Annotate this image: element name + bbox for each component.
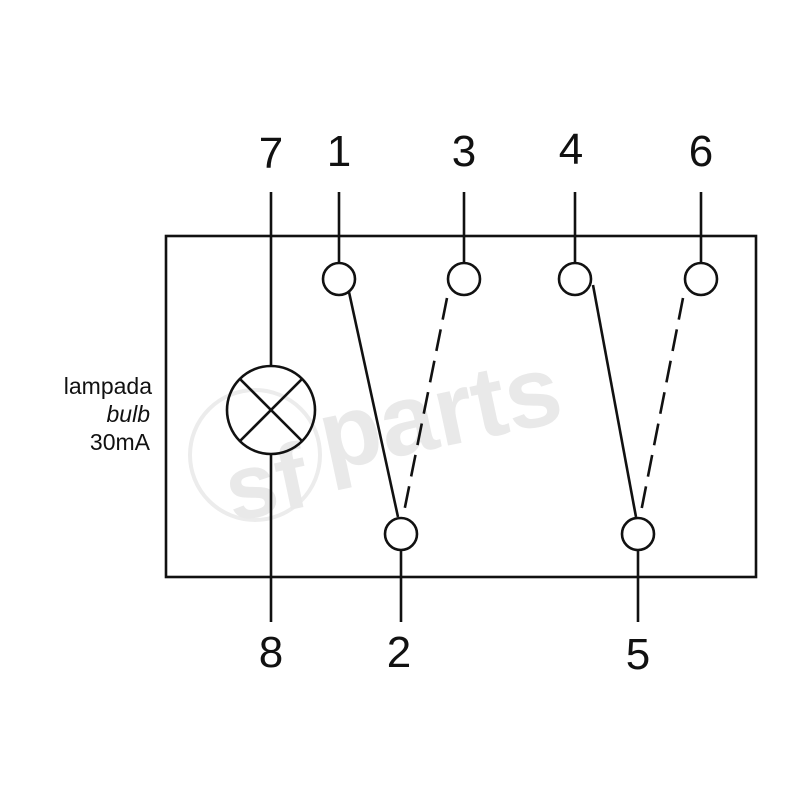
- terminal-1: [321, 261, 357, 297]
- terminal-6: [683, 261, 719, 297]
- switch-arm-3-2-dashed: [401, 297, 449, 518]
- switch-arm-4-5: [591, 284, 638, 518]
- terminal-2: [383, 516, 419, 552]
- switch-arm-1-2: [347, 291, 400, 518]
- pin-label-3: 3: [452, 127, 476, 176]
- lamp-label-italian: lampada: [64, 373, 152, 399]
- lamp-label-english: bulb: [107, 401, 151, 427]
- pin-label-7: 7: [259, 129, 283, 178]
- switch-body-outline: [164, 234, 758, 579]
- pin-label-6: 6: [689, 127, 713, 176]
- watermark-text-parts: parts: [308, 332, 570, 492]
- terminal-4: [557, 261, 593, 297]
- pin-label-4: 4: [559, 125, 583, 174]
- pin-label-5: 5: [626, 630, 650, 679]
- switch-arm-6-5-dashed: [638, 297, 685, 518]
- terminal-3: [446, 261, 482, 297]
- pin-label-2: 2: [387, 628, 411, 677]
- watermark-circle: [188, 388, 322, 522]
- lamp-cross-line: [239, 378, 303, 442]
- pin-label-1: 1: [327, 127, 351, 176]
- lamp-label-current: 30mA: [90, 429, 151, 455]
- terminal-5: [620, 516, 656, 552]
- pin-label-8: 8: [259, 628, 283, 677]
